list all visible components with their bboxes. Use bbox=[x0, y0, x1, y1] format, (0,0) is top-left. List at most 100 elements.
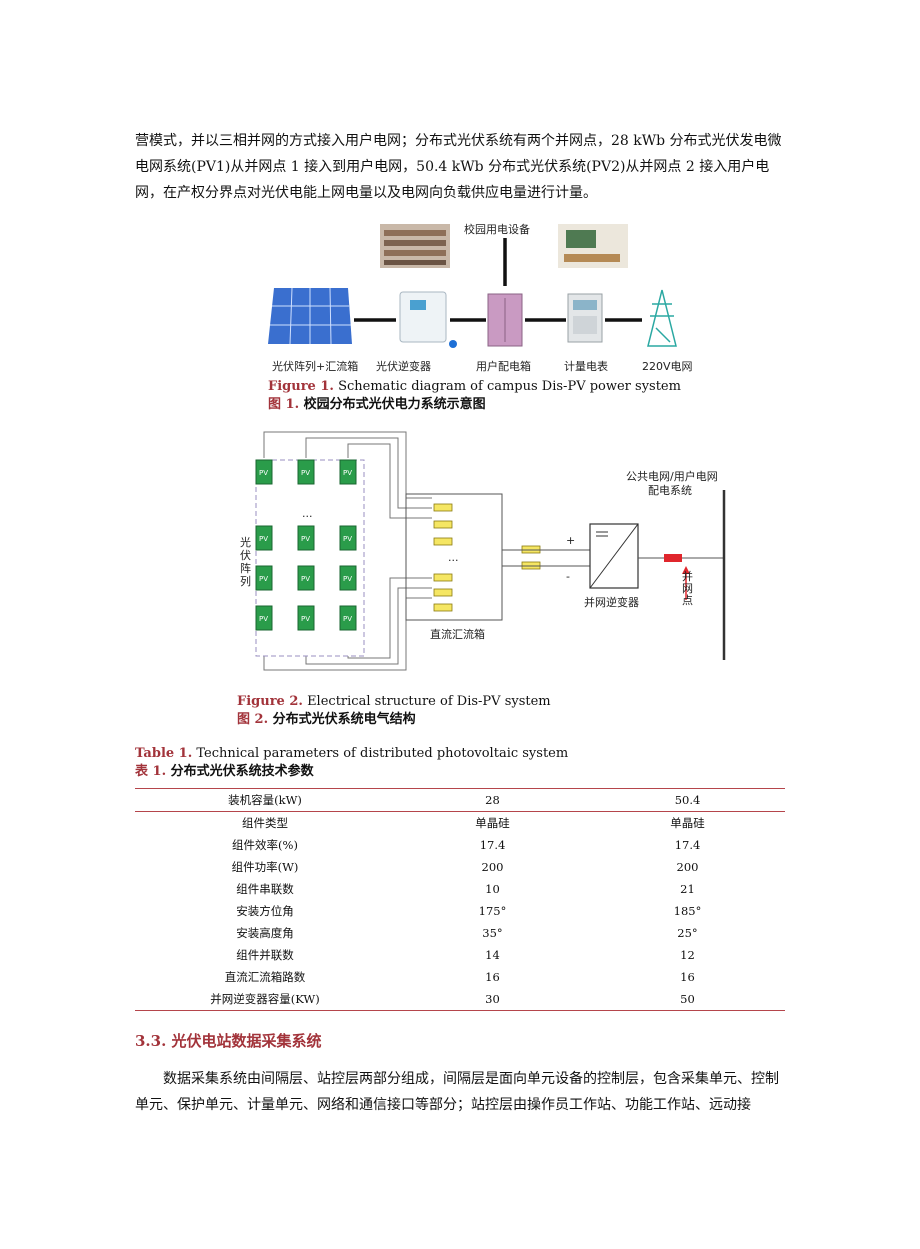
table-cell: 21 bbox=[680, 882, 695, 896]
table-cell: 50 bbox=[590, 988, 785, 1011]
figure-1-schematic: 校园用电设备 光伏阵列+汇流箱 光伏逆变器 用户配电箱 计量电表 220V电网 bbox=[268, 222, 693, 373]
pv-module-label: PV bbox=[259, 575, 268, 583]
table-cell: 直流汇流箱路数 bbox=[224, 970, 306, 984]
minus-label: - bbox=[566, 570, 570, 583]
table-cell: 组件类型 bbox=[242, 816, 288, 830]
meter-icon bbox=[567, 293, 603, 343]
table-cell: 安装方位角 bbox=[236, 904, 294, 918]
table-cell: 单晶硅 bbox=[475, 816, 510, 830]
pv-module-icon bbox=[297, 525, 315, 551]
figure-2-caption-en: Figure 2. Electrical structure of Dis-PV… bbox=[237, 694, 551, 709]
array-label-1: 光 bbox=[240, 535, 251, 549]
pv-module-label: PV bbox=[343, 535, 352, 543]
pv-module-label: PV bbox=[301, 535, 310, 543]
pv-module-label: PV bbox=[301, 575, 310, 583]
table-cell: 17.4 bbox=[674, 838, 701, 852]
table-row: 组件并联数 14 12 bbox=[135, 944, 785, 966]
pv-module-label: PV bbox=[343, 469, 352, 477]
inverter-label: 并网逆变器 bbox=[584, 595, 639, 609]
table-cell: 185° bbox=[673, 904, 702, 918]
figure-1-caption-zh: 图 1. 校园分布式光伏电力系统示意图 bbox=[268, 397, 486, 412]
grid-inverter-icon bbox=[589, 523, 639, 589]
grid-label-1: 公共电网/用户电网 bbox=[626, 469, 718, 483]
pv-module-icon bbox=[339, 525, 357, 551]
grid-point-label-3: 点 bbox=[682, 594, 693, 607]
body-paragraph-bottom: 数据采集系统由间隔层、站控层两部分组成，间隔层是面向单元设备的控制层，包含采集单… bbox=[135, 1071, 779, 1113]
pv-module-icon bbox=[255, 565, 273, 591]
figure-2-caption-zh: 图 2. 分布式光伏系统电气结构 bbox=[237, 712, 416, 727]
grid-point-switch bbox=[664, 554, 682, 562]
grid-point-label-1: 并 bbox=[682, 569, 693, 583]
table-cell: 装机容量(kW) bbox=[135, 788, 395, 812]
table-cell: 28 bbox=[395, 788, 590, 812]
pv-module-label: PV bbox=[301, 615, 310, 623]
pv-module-icon bbox=[297, 605, 315, 631]
table-cell: 16 bbox=[485, 970, 500, 984]
combiner-box-border bbox=[405, 493, 503, 621]
solar-panel-icon bbox=[268, 287, 352, 345]
pv-module-label: PV bbox=[301, 469, 310, 477]
blackboard-icon bbox=[566, 230, 596, 248]
grid-label-2: 配电系统 bbox=[648, 484, 692, 497]
feeder-wires bbox=[263, 431, 432, 671]
table-cell: 14 bbox=[485, 948, 500, 962]
pv-module-icon bbox=[255, 525, 273, 551]
table-cell: 组件效率(%) bbox=[232, 838, 298, 852]
pv-module-label: PV bbox=[343, 575, 352, 583]
pv-module-icon bbox=[297, 565, 315, 591]
section-heading: 3.3. 光伏电站数据采集系统 bbox=[135, 1032, 322, 1050]
pv-module-label: PV bbox=[259, 615, 268, 623]
inverter-icon bbox=[399, 291, 457, 348]
campus-equipment-label: 校园用电设备 bbox=[464, 222, 530, 236]
array-label-2: 伏 bbox=[240, 548, 251, 562]
pv-array-label: 光伏阵列+汇流箱 bbox=[272, 359, 358, 373]
table-cell: 35° bbox=[482, 926, 503, 940]
pv-module-icon bbox=[255, 605, 273, 631]
table-cell: 50.4 bbox=[590, 788, 785, 812]
table-cell: 200 bbox=[676, 860, 699, 874]
pv-module-icon bbox=[255, 459, 273, 485]
pv-module-label: PV bbox=[259, 469, 268, 477]
table-cell: 16 bbox=[680, 970, 695, 984]
pv-module-icon bbox=[339, 565, 357, 591]
arrow-head-icon bbox=[682, 566, 690, 574]
table-row: 直流汇流箱路数 16 16 bbox=[135, 966, 785, 988]
table-row: 组件类型 单晶硅 单晶硅 bbox=[135, 812, 785, 835]
pv-module-icon bbox=[339, 605, 357, 631]
table-cell: 200 bbox=[481, 860, 504, 874]
table-cell: 组件并联数 bbox=[236, 948, 294, 962]
table-cell: 12 bbox=[680, 948, 695, 962]
table-cell: 30 bbox=[395, 988, 590, 1011]
table-cell: 单晶硅 bbox=[670, 816, 705, 830]
pv-dots-label: ··· bbox=[302, 510, 313, 523]
table-cell: 并网逆变器容量(KW) bbox=[135, 988, 395, 1011]
grid-label: 220V电网 bbox=[642, 360, 693, 373]
transmission-tower-icon bbox=[647, 289, 677, 347]
table-cell: 10 bbox=[485, 882, 500, 896]
library-shelves-icon bbox=[384, 230, 446, 265]
table-1-caption-en: Table 1. Technical parameters of distrib… bbox=[135, 746, 569, 761]
table-row: 安装方位角 175° 185° bbox=[135, 900, 785, 922]
plus-label: + bbox=[566, 534, 575, 547]
pv-module-label: PV bbox=[343, 615, 352, 623]
table-cell: 175° bbox=[478, 904, 507, 918]
grid-point-label-2: 网 bbox=[682, 582, 693, 595]
pv-module-icon bbox=[339, 459, 357, 485]
pv-module-label: PV bbox=[259, 535, 268, 543]
body-paragraph-top: 营模式，并以三相并网的方式接入用户电网；分布式光伏系统有两个并网点，28 kWb… bbox=[135, 133, 782, 201]
inverter-label: 光伏逆变器 bbox=[376, 359, 431, 373]
figure-1-caption-en: Figure 1. Schematic diagram of campus Di… bbox=[268, 379, 681, 394]
distribution-box-label: 用户配电箱 bbox=[476, 359, 531, 373]
array-label-4: 列 bbox=[240, 574, 251, 588]
table-cell: 组件串联数 bbox=[236, 882, 294, 896]
desk-icon bbox=[564, 254, 620, 262]
pv-module-grid: PV PV PV PV PV PV PV PV PV PV PV PV bbox=[255, 459, 357, 631]
table-cell: 25° bbox=[677, 926, 698, 940]
